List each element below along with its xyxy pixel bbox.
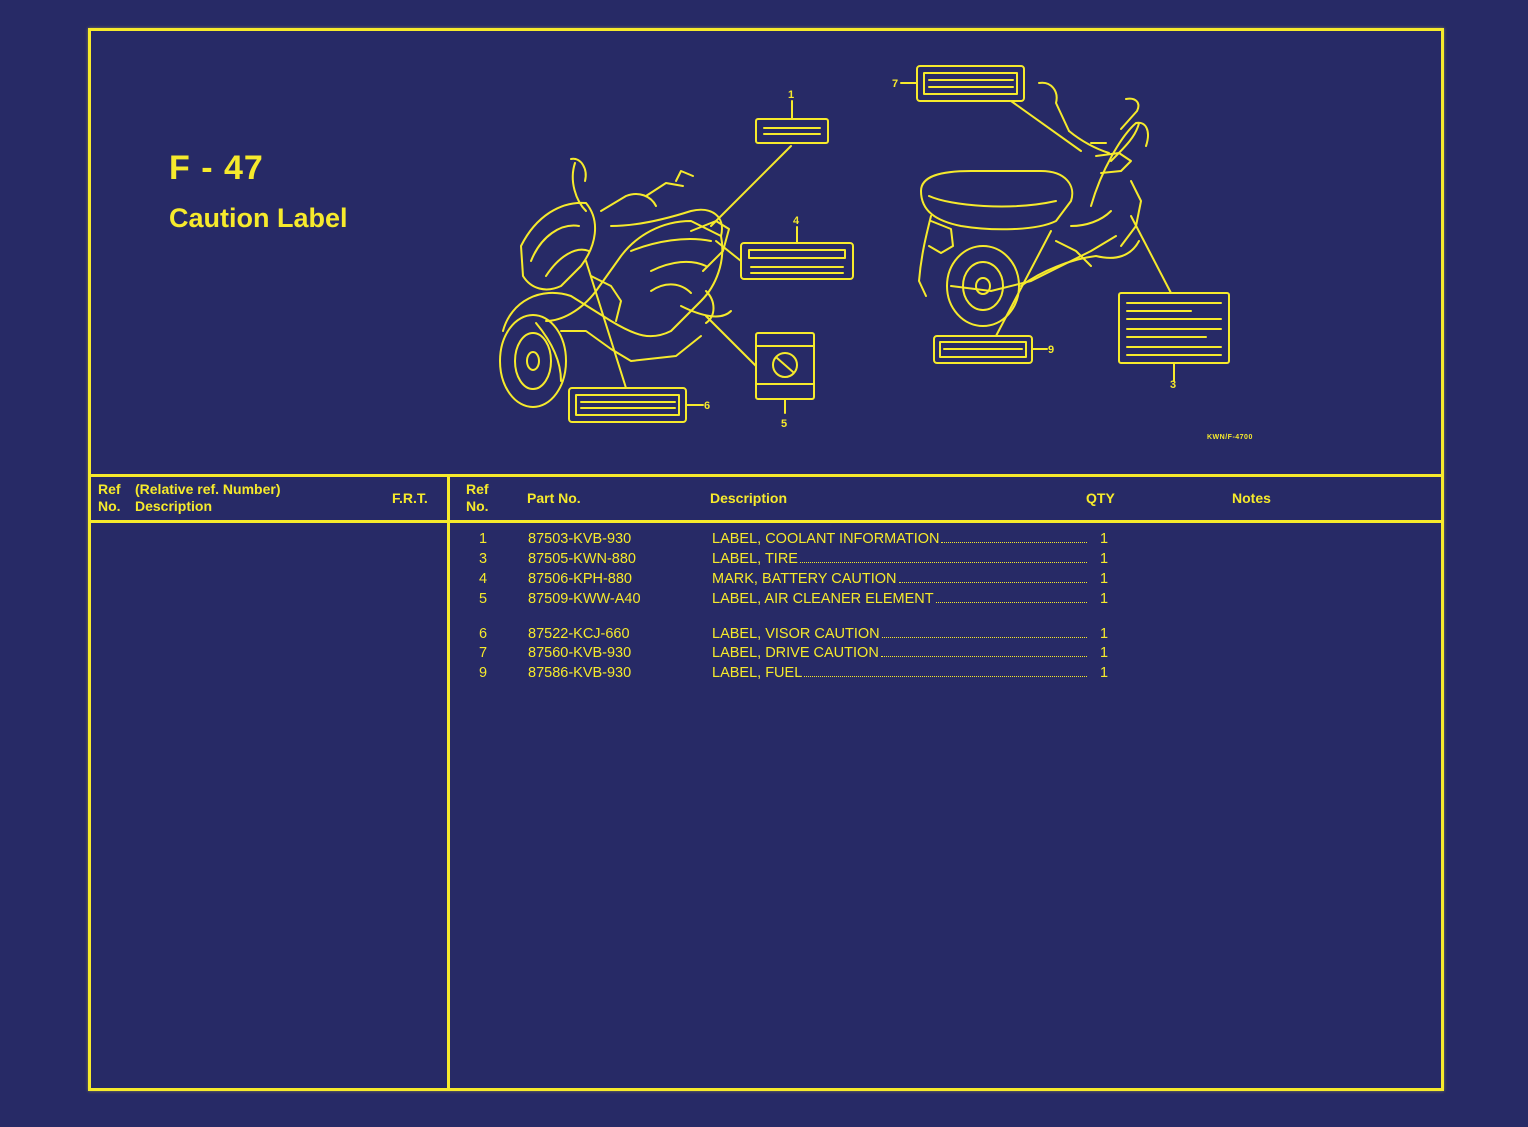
row-qty: 1: [1099, 571, 1109, 587]
row-part-no: 87509-KWW-A40: [528, 591, 641, 607]
diagram-code: KWN/F-4700: [1207, 434, 1253, 441]
page-title: Caution Label: [169, 203, 348, 233]
label-ref-1: [710, 100, 829, 227]
row-ref: 5: [478, 591, 488, 607]
callout-3: 3: [1170, 379, 1176, 391]
exploded-diagram: 1 4 5 6 7 9 3: [499, 65, 1230, 430]
callout-4: 4: [793, 215, 800, 227]
row-part-no: 87560-KVB-930: [528, 645, 632, 661]
row-part-no: 87505-KWN-880: [528, 551, 636, 567]
leader-dots: [935, 601, 1087, 603]
scooter-front-illustration: [499, 157, 732, 408]
row-qty: 1: [1099, 665, 1109, 681]
callout-5: 5: [781, 418, 787, 430]
row-part-no: 87503-KVB-930: [528, 531, 632, 547]
leader-dots: [898, 581, 1087, 583]
label-ref-9: [933, 230, 1052, 364]
description-header: Description: [710, 490, 788, 506]
row-qty: 1: [1099, 626, 1109, 642]
left-ref-label: Ref: [98, 481, 121, 497]
row-ref: 7: [478, 645, 488, 661]
no-label: No.: [466, 498, 489, 514]
frt-label: F.R.T.: [392, 490, 428, 506]
row-description: LABEL, DRIVE CAUTION: [712, 645, 879, 661]
leader-dots: [941, 541, 1087, 543]
leader-dots: [880, 655, 1087, 657]
label-ref-5: [705, 315, 815, 414]
left-table-header: Ref No. (Relative ref. Number) Descripti…: [91, 477, 450, 523]
qty-header: QTY: [1086, 490, 1115, 506]
row-qty: 1: [1099, 531, 1109, 547]
row-description: MARK, BATTERY CAUTION: [712, 571, 897, 587]
table-row: 4 87506-KPH-880 MARK, BATTERY CAUTION 1: [450, 571, 1441, 591]
label-ref-4: [715, 226, 854, 280]
row-description: LABEL, VISOR CAUTION: [712, 626, 880, 642]
parts-sheet: F - 47 Caution Label: [88, 28, 1444, 1091]
diagram-section: F - 47 Caution Label: [91, 31, 1441, 477]
row-description: LABEL, FUEL: [712, 665, 803, 681]
row-ref: 6: [478, 626, 488, 642]
table-row: 7 87560-KVB-930 LABEL, DRIVE CAUTION 1: [450, 645, 1441, 665]
row-part-no: 87586-KVB-930: [528, 665, 632, 681]
callout-7: 7: [892, 78, 898, 90]
callout-1: 1: [788, 89, 794, 101]
row-description: LABEL, AIR CLEANER ELEMENT: [712, 591, 934, 607]
parts-table-header: Ref No. Part No. Description QTY Notes: [450, 477, 1441, 523]
callout-6: 6: [704, 400, 710, 412]
row-qty: 1: [1099, 645, 1109, 661]
label-ref-7: [900, 65, 1082, 152]
page-code: F - 47: [169, 149, 264, 187]
table-row: 3 87505-KWN-880 LABEL, TIRE 1: [450, 551, 1441, 571]
label-ref-6: [568, 260, 704, 423]
row-description: LABEL, COOLANT INFORMATION: [712, 531, 940, 547]
row-ref: 9: [478, 665, 488, 681]
row-ref: 1: [478, 531, 488, 547]
row-description: LABEL, TIRE: [712, 551, 798, 567]
left-column-body: [91, 523, 450, 1088]
row-ref: 4: [478, 571, 488, 587]
label-ref-3: [1118, 215, 1230, 382]
callout-9: 9: [1048, 344, 1054, 356]
row-part-no: 87506-KPH-880: [528, 571, 632, 587]
leader-dots: [881, 636, 1087, 638]
row-ref: 3: [478, 551, 488, 567]
left-no-label: No.: [98, 498, 121, 514]
table-row: 9 87586-KVB-930 LABEL, FUEL 1: [450, 665, 1441, 685]
ref-label: Ref: [466, 481, 489, 497]
part-no-header: Part No.: [527, 490, 581, 506]
relative-ref-label: (Relative ref. Number): [135, 481, 281, 497]
scooter-rear-illustration: [918, 81, 1149, 327]
row-part-no: 87522-KCJ-660: [528, 626, 630, 642]
leader-dots: [804, 675, 1087, 677]
row-qty: 1: [1099, 551, 1109, 567]
table-row: 1 87503-KVB-930 LABEL, COOLANT INFORMATI…: [450, 531, 1441, 551]
left-description-label: Description: [135, 498, 213, 514]
notes-header: Notes: [1232, 490, 1271, 506]
table-row: 5 87509-KWW-A40 LABEL, AIR CLEANER ELEME…: [450, 591, 1441, 611]
row-qty: 1: [1099, 591, 1109, 607]
leader-dots: [799, 561, 1087, 563]
table-row: 6 87522-KCJ-660 LABEL, VISOR CAUTION 1: [450, 626, 1441, 646]
